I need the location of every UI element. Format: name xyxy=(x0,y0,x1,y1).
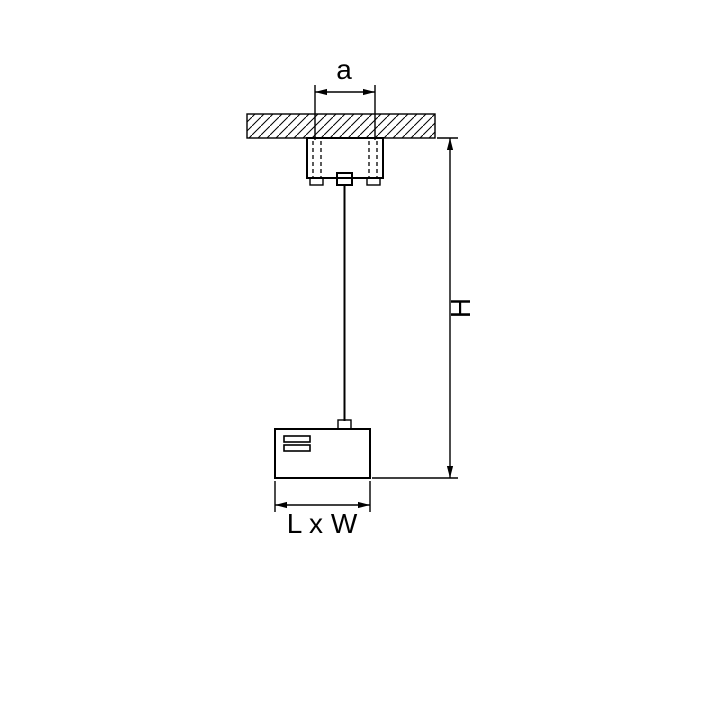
dimension-h: H xyxy=(372,137,476,479)
canopy-body xyxy=(306,137,384,179)
dimension-h-arrow-top xyxy=(446,138,454,150)
dimension-h-label: H xyxy=(445,298,476,318)
dimension-a-arrow-left xyxy=(315,88,327,96)
mounting-canopy xyxy=(306,137,384,186)
dimension-lxw-arrow-right xyxy=(358,501,370,509)
lamp-label-slot-top xyxy=(283,435,311,443)
canopy-foot-left xyxy=(309,177,324,186)
dimension-a-arrow-right xyxy=(363,88,375,96)
dimension-a: a xyxy=(314,54,376,140)
dimension-lxw-arrow-left xyxy=(275,501,287,509)
ceiling xyxy=(246,113,436,139)
dimension-lxw: L x W xyxy=(274,481,371,539)
lamp-nipple xyxy=(337,419,352,430)
ceiling-hatch-fill xyxy=(247,114,435,138)
canopy-foot-right xyxy=(366,177,381,186)
dimension-h-arrow-bottom xyxy=(446,466,454,478)
lamp xyxy=(274,419,371,479)
lamp-label-slot-bottom xyxy=(283,444,311,452)
dimension-lxw-label: L x W xyxy=(287,508,358,539)
dimension-a-label: a xyxy=(336,54,352,85)
lamp-body xyxy=(274,428,371,479)
